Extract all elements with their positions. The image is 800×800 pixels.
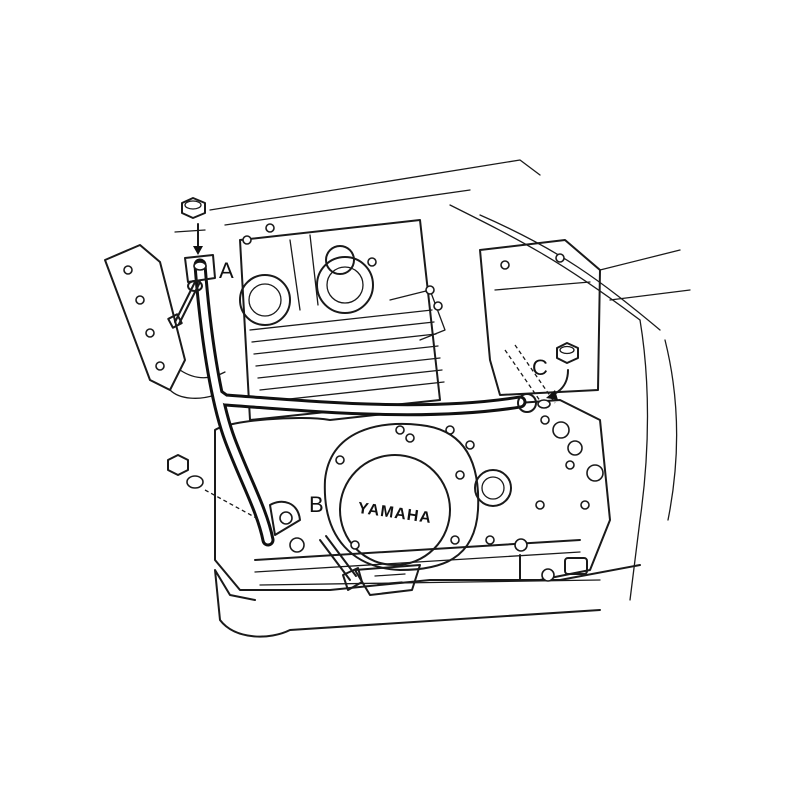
- mount-b-hardware: [167, 454, 363, 591]
- nut-a: [181, 197, 206, 219]
- crankcase: [214, 399, 641, 638]
- label-c: C: [532, 355, 548, 380]
- sump-guard: [354, 564, 421, 596]
- cylinder-head: [239, 219, 446, 421]
- nut-c: [556, 342, 579, 364]
- arrow-left-icon: [546, 390, 558, 400]
- engine-cover-brand-text: YAMAHA: [357, 500, 433, 527]
- label-b: B: [309, 492, 324, 517]
- mount-bracket-a: [184, 254, 216, 283]
- side-panel: [479, 239, 601, 409]
- crash-bar: [184, 254, 537, 547]
- mount-a-hardware: [167, 197, 207, 329]
- arrow-down-icon: [193, 246, 203, 255]
- mount-bracket-b: [269, 500, 301, 536]
- label-a: A: [219, 258, 234, 283]
- frame-outline: [174, 159, 691, 601]
- cooling-fins: [249, 309, 445, 403]
- mount-c-hardware: [537, 342, 579, 439]
- nut-b: [167, 454, 189, 476]
